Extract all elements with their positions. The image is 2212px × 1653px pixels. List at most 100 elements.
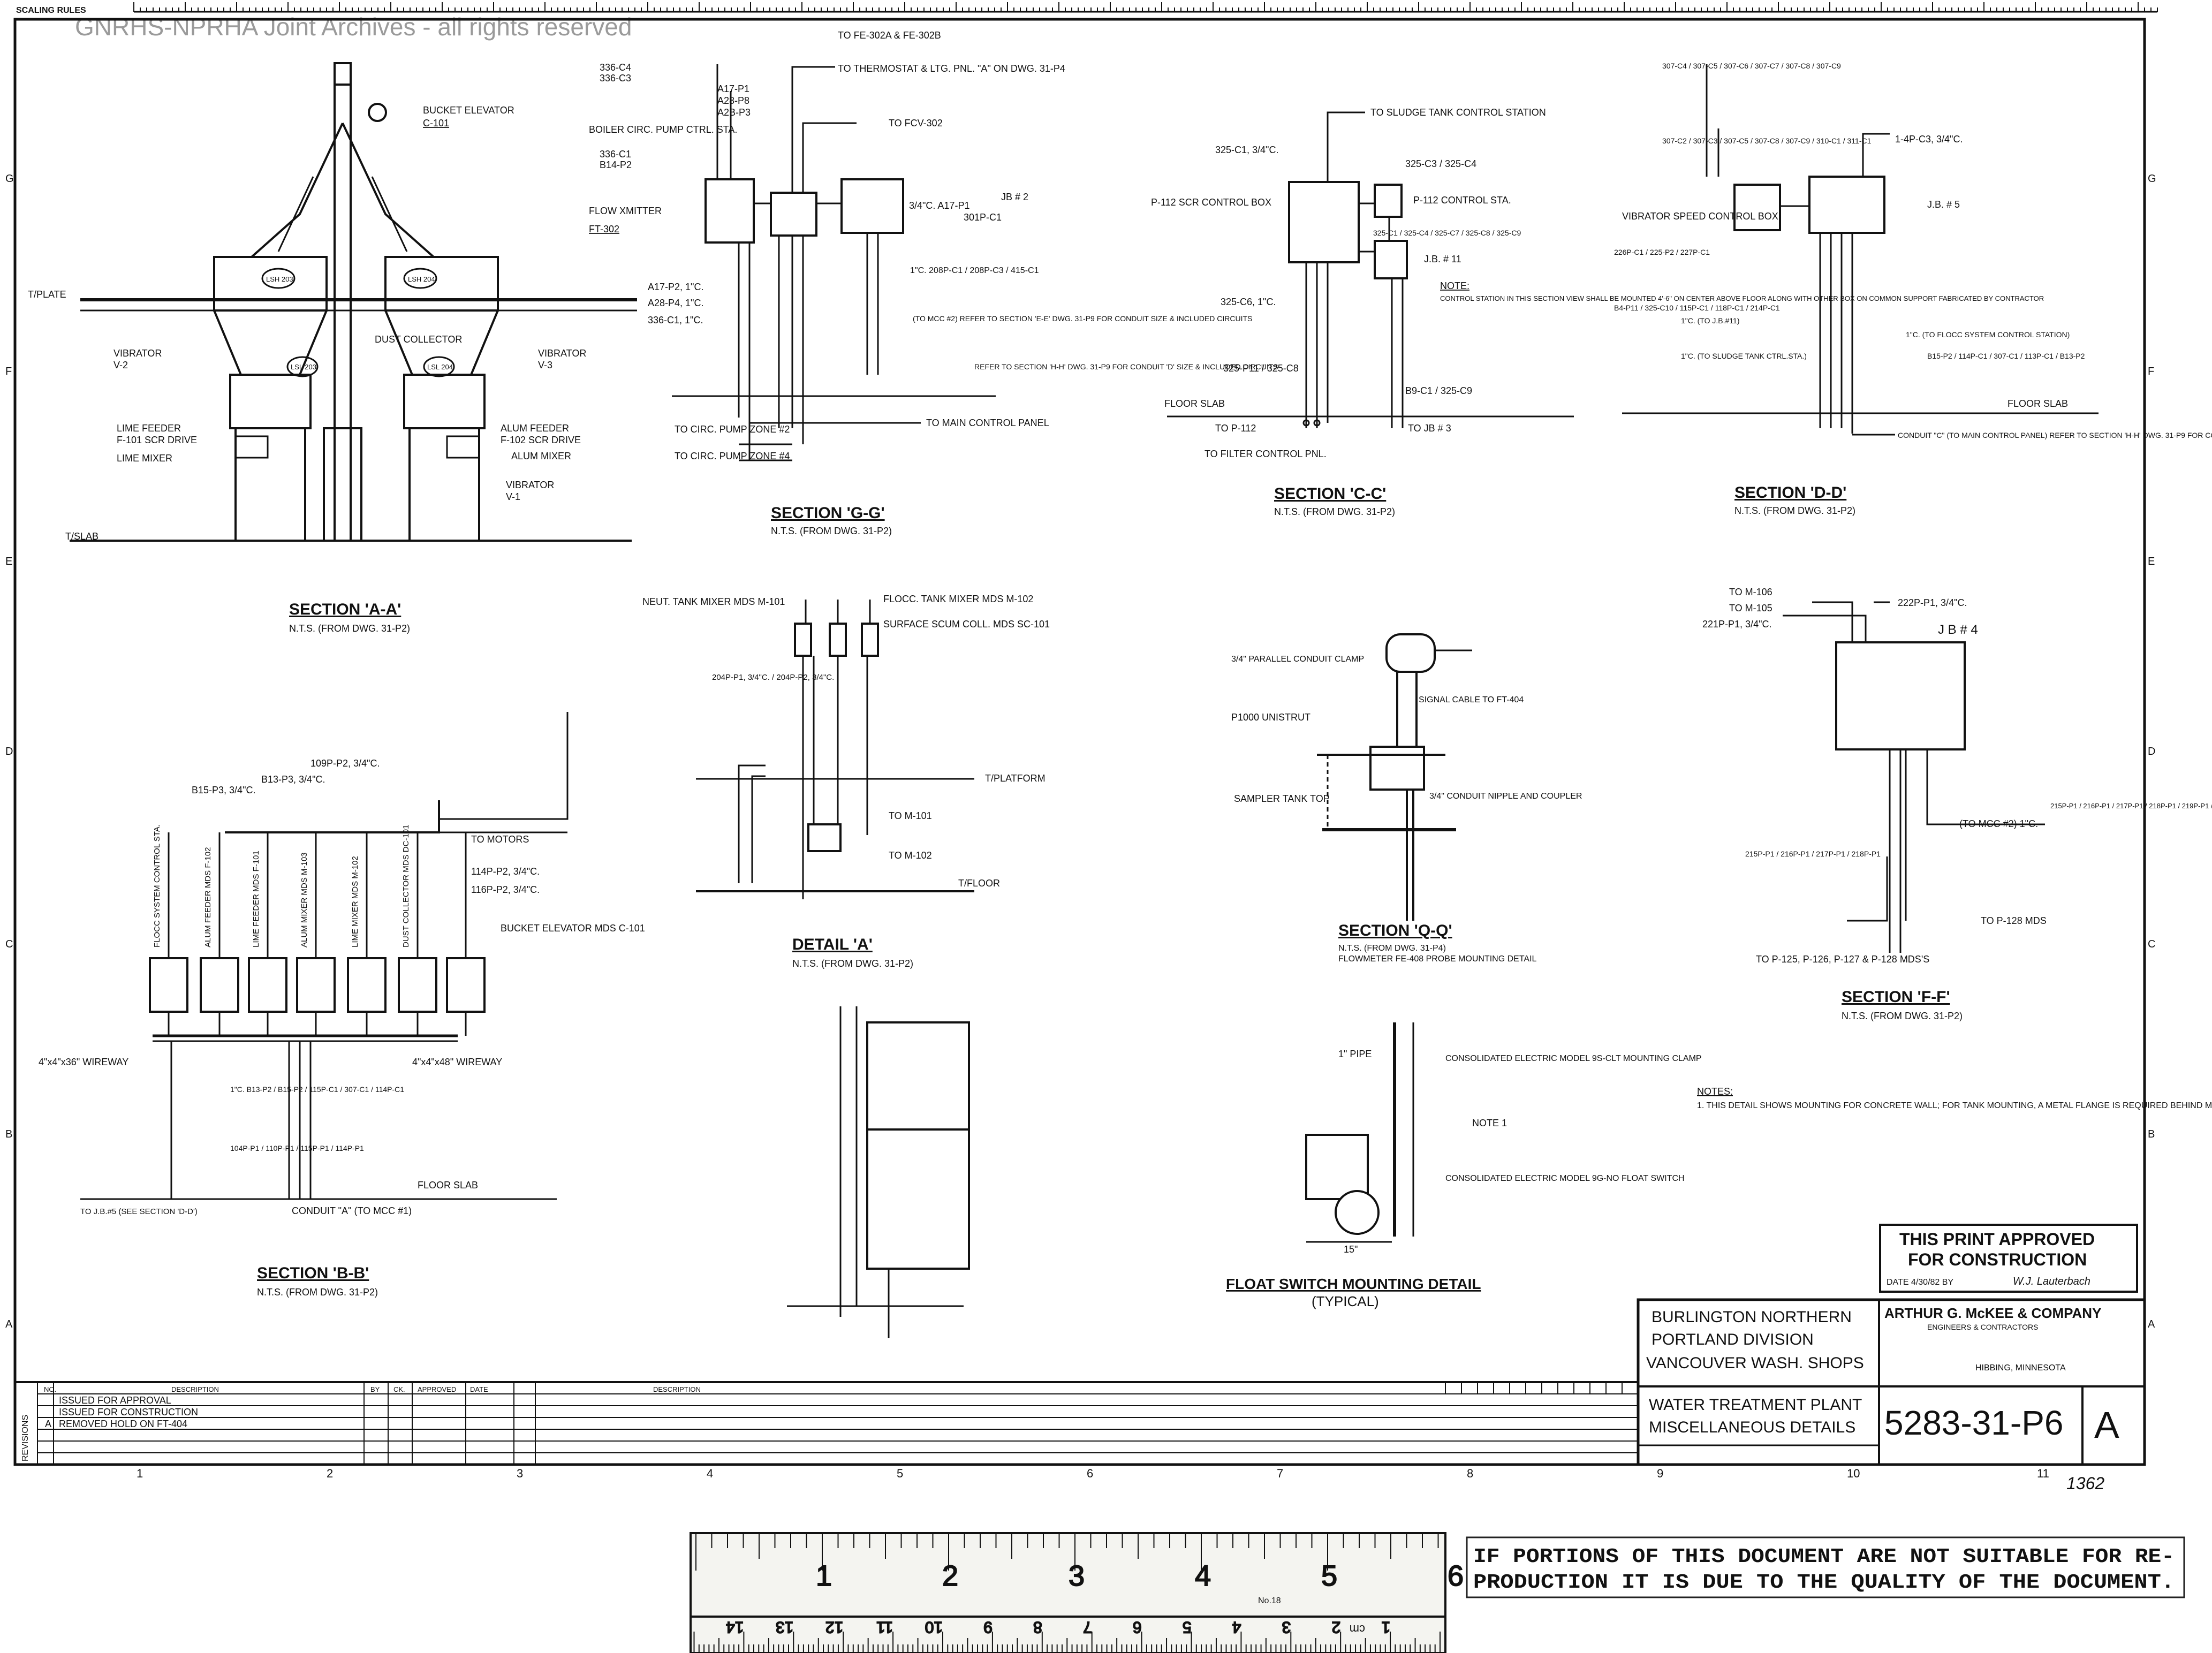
- bb-station-label: LIME FEEDER MDS F-101: [252, 851, 261, 947]
- da-flocc-mixer: FLOCC. TANK MIXER MDS M-102: [883, 594, 1033, 604]
- dd-b15-list: B15-P2 / 114P-C1 / 307-C1 / 113P-C1 / B1…: [1927, 352, 2085, 360]
- flow-xmitter-tag: FT-302: [589, 224, 619, 234]
- to-circ-pump-2: TO CIRC. PUMP ZONE #2: [675, 424, 790, 435]
- ruler-cm-label: 12: [825, 1618, 843, 1636]
- bb-to-jb5: TO J.B.#5 (SEE SECTION 'D-D'): [80, 1207, 198, 1216]
- cc-note-text: CONTROL STATION IN THIS SECTION VIEW SHA…: [1440, 294, 2044, 302]
- bb-station-label: ALUM FEEDER MDS F-102: [203, 847, 213, 947]
- grid-col-5: 5: [897, 1467, 903, 1480]
- cc-325c1: 325-C1, 3/4"C.: [1215, 145, 1278, 155]
- bb-station-label: ALUM MIXER MDS M-103: [300, 852, 309, 947]
- vibrator-v2-label: VIBRATOR: [113, 348, 162, 359]
- approval-stamp: THIS PRINT APPROVED FOR CONSTRUCTION DAT…: [1879, 1224, 2138, 1293]
- to-thermostat-label: TO THERMOSTAT & LTG. PNL. "A" ON DWG. 31…: [838, 63, 1065, 74]
- drawing-number: 5283-31-P6: [1884, 1404, 2063, 1442]
- cc-to-p112: TO P-112: [1215, 423, 1256, 434]
- section-cc-drawing: [1167, 111, 1574, 428]
- approval-signature: W.J. Lauterbach: [2013, 1276, 2090, 1287]
- grid-row-right-A: A: [2148, 1318, 2155, 1330]
- grid-row-left-C: C: [5, 938, 13, 950]
- to-fe-302-label: TO FE-302A & FE-302B: [838, 30, 941, 41]
- ruler-cm-label: 1: [1381, 1618, 1390, 1636]
- bb-to-motors: TO MOTORS: [471, 834, 529, 845]
- ff-jb4: J B # 4: [1938, 623, 1978, 637]
- mds-station-box: [446, 957, 486, 1013]
- ruler-cm-label: 2: [1332, 1618, 1341, 1636]
- section-qq-subtitle2: FLOWMETER FE-408 PROBE MOUNTING DETAIL: [1338, 954, 1537, 964]
- ruler-inch-label: 3: [1069, 1560, 1085, 1592]
- ff-to-p128: TO P-128 MDS: [1981, 915, 2047, 926]
- approval-line2: FOR CONSTRUCTION: [1908, 1250, 2087, 1269]
- ff-221p: 221P-P1, 3/4"C.: [1702, 619, 1771, 630]
- fs-note1: NOTE 1: [1472, 1118, 1507, 1128]
- gg-a17p2: A17-P2, 1"C.: [648, 282, 703, 292]
- client-line2: PORTLAND DIVISION: [1652, 1331, 1814, 1348]
- mds-station-box: [347, 957, 387, 1013]
- revision-letter: A: [2094, 1404, 2119, 1446]
- section-ff-title: SECTION 'F-F': [1842, 988, 1950, 1006]
- top-scale-strip: [133, 2, 2158, 13]
- ruler-inch-label: 1: [816, 1560, 832, 1592]
- rev-header-ck: CK.: [393, 1385, 405, 1393]
- tplate-label: T/PLATE: [28, 289, 66, 300]
- grid-row-left-G: G: [5, 173, 14, 185]
- qq-sampler: SAMPLER TANK TOP: [1234, 793, 1330, 804]
- gg-c336c4: 336-C4: [600, 62, 631, 73]
- grid-row-left-D: D: [5, 746, 13, 757]
- rev-header-no: NO.: [44, 1385, 56, 1393]
- grid-row-right-B: B: [2148, 1128, 2155, 1140]
- ruler-cm-label: 3: [1282, 1618, 1291, 1636]
- vibrator-v1-label: VIBRATOR: [506, 480, 554, 490]
- section-gg-title: SECTION 'G-G': [771, 504, 885, 522]
- bb-bucket: BUCKET ELEVATOR MDS C-101: [501, 923, 645, 934]
- scaling-rules-label: SCALING RULES: [16, 6, 86, 15]
- bb-116p: 116P-P2, 3/4"C.: [471, 884, 540, 895]
- detail-a-drawing: [696, 600, 974, 899]
- bb-station-label: LIME MIXER MDS M-102: [351, 856, 360, 947]
- cc-325-list: 325-C1 / 325-C4 / 325-C7 / 325-C8 / 325-…: [1373, 229, 1521, 237]
- dd-floor-slab: FLOOR SLAB: [2008, 398, 2068, 409]
- gg-208-list: 1"C. 208P-C1 / 208P-C3 / 415-C1: [910, 266, 1039, 275]
- drawing-title1: WATER TREATMENT PLANT: [1649, 1396, 1862, 1414]
- grid-col-11: 11: [2037, 1467, 2049, 1480]
- rev-header-by: BY: [370, 1385, 380, 1393]
- section-gg-labels: TO FE-302A & FE-302B TO THERMOSTAT & LTG…: [589, 30, 1278, 461]
- tslab-label: T/SLAB: [65, 531, 99, 542]
- gg-a17p1: A17-P1: [717, 84, 749, 94]
- grid-row-left-F: F: [5, 366, 12, 377]
- firm-city: HIBBING, MINNESOTA: [1975, 1363, 2066, 1373]
- rev-row3-no: A: [45, 1419, 51, 1429]
- grid-col-3: 3: [517, 1467, 523, 1480]
- vibrator-v1-tag: V-1: [506, 491, 520, 502]
- lsh-204-tag: LSH 204: [408, 275, 435, 283]
- cc-to-jb3: TO JB # 3: [1408, 423, 1451, 434]
- to-main-panel: TO MAIN CONTROL PANEL: [926, 418, 1049, 428]
- section-bb-labels: B15-P3, 3/4"C. B13-P3, 3/4"C. 109P-P2, 3…: [39, 758, 645, 1216]
- bucket-elevator-tag: C-101: [423, 118, 449, 128]
- qq-parallel-clamp: 3/4" PARALLEL CONDUIT CLAMP: [1231, 655, 1364, 664]
- section-aa-labels: BUCKET ELEVATOR C-101 T/PLATE VIBRATOR V…: [28, 105, 586, 542]
- gg-336c1c: 336-C1, 1"C.: [648, 315, 703, 325]
- bb-list1: 1"C. B13-P2 / B15-P2 / 115P-C1 / 307-C1 …: [230, 1085, 404, 1094]
- section-dd-subtitle: N.T.S. (FROM DWG. 31-P2): [1734, 505, 1855, 516]
- ruler-cm-unit: cm: [1350, 1622, 1365, 1636]
- bb-114p: 114P-P2, 3/4"C.: [471, 866, 540, 877]
- float-switch-drawing: [1305, 1022, 1414, 1243]
- gg-a2bp3: A2B-P3: [717, 107, 751, 118]
- dd-vibrator-ctl: VIBRATOR SPEED CONTROL BOX: [1622, 211, 1778, 222]
- section-aa-subtitle: N.T.S. (FROM DWG. 31-P2): [289, 623, 410, 634]
- client-line1: BURLINGTON NORTHERN: [1652, 1308, 1852, 1326]
- approval-date: DATE 4/30/82 BY: [1887, 1278, 1953, 1287]
- detail-a-subtitle: N.T.S. (FROM DWG. 31-P2): [792, 958, 913, 969]
- section-qq-title: SECTION 'Q-Q': [1338, 922, 1452, 939]
- gg-b14p2: B14-P2: [600, 160, 632, 170]
- section-ff-subtitle: N.T.S. (FROM DWG. 31-P2): [1842, 1011, 1963, 1021]
- alum-mixer-label: ALUM MIXER: [511, 451, 571, 461]
- cc-325c6: 325-C6, 1"C.: [1221, 297, 1276, 307]
- ruler-inch-label: 2: [942, 1560, 958, 1592]
- gg-a28p4: A28-P4, 1"C.: [648, 298, 703, 308]
- vibrator-v3-label: VIBRATOR: [538, 348, 586, 359]
- alum-feeder-label: ALUM FEEDER: [501, 423, 569, 434]
- boiler-circ-label: BOILER CIRC. PUMP CTRL. STA.: [589, 124, 737, 135]
- alum-feeder-tag: F-102 SCR DRIVE: [501, 435, 581, 445]
